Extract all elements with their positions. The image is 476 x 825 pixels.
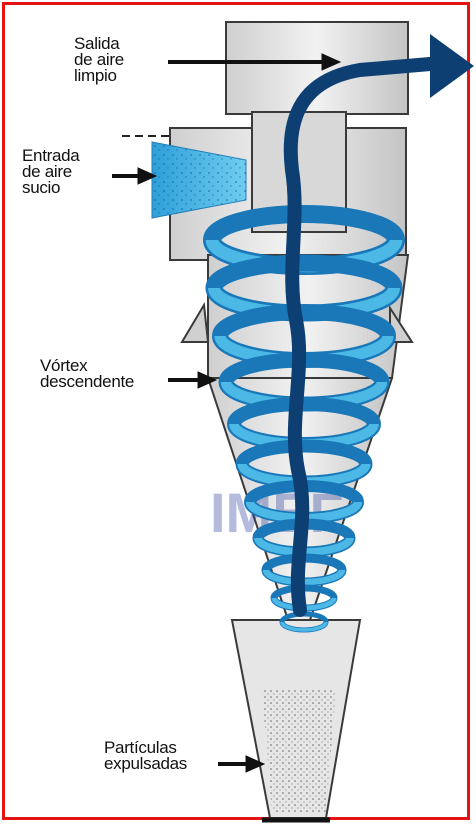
- left-flange: [182, 305, 208, 342]
- dirty-air-inlet-label: Entrada de aire sucio: [22, 148, 79, 196]
- dust-deposit: [262, 690, 336, 812]
- descending-vortex-label: Vórtex descendente: [40, 358, 134, 390]
- clean-air-outlet-label: Salida de aire limpio: [74, 36, 124, 84]
- clean-air-arrowhead: [430, 34, 474, 98]
- expelled-particles-label: Partículas expulsadas: [104, 740, 187, 772]
